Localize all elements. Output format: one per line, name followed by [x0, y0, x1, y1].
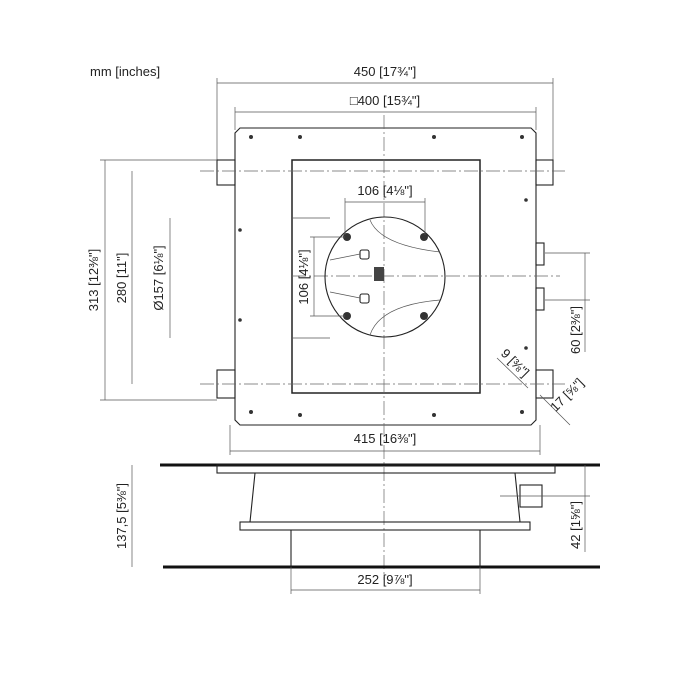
dim-diameter: Ø157 [6⅛"] [151, 218, 171, 338]
dim-overall-width: 450 [17¾"] [216, 64, 554, 165]
units-label: mm [inches] [90, 64, 160, 79]
dim-label: □400 [15¾"] [350, 93, 420, 108]
dim-connector-depth: 42 [1⅝"] [500, 465, 590, 552]
mounting-tab [216, 159, 236, 186]
connector-nut [535, 242, 545, 266]
dim-connector-spacing: 60 [2⅜"] [545, 252, 590, 354]
bolt-icon [343, 312, 351, 320]
dim-bottom-width: 415 [16⅜"] [229, 425, 541, 455]
dim-square-size: □400 [15¾"] [234, 93, 537, 130]
dim-label: 252 [9⅞"] [357, 572, 412, 587]
plan-view [200, 115, 565, 580]
dim-slot-offset: 17 [⅝"] [539, 375, 587, 426]
qr-code-icon [374, 267, 384, 281]
dim-inner-height: 280 [11"] [114, 171, 133, 384]
dim-slot-width: 9 [⅜"] [496, 346, 532, 389]
dim-label: 137,5 [5⅜"] [114, 483, 129, 549]
dim-hole-spacing-h: 106 [4⅛"] [344, 183, 426, 235]
inner-frame [291, 159, 481, 394]
dim-cylinder-width: 252 [9⅞"] [290, 567, 481, 594]
screw-holes [238, 135, 528, 417]
bolt-icon [420, 233, 428, 241]
dim-label: 313 [12⅜"] [86, 249, 101, 311]
dim-overall-height: 313 [12⅜"] [86, 159, 217, 401]
dim-label: 106 [4⅛"] [296, 249, 311, 304]
dim-total-depth: 137,5 [5⅜"] [114, 465, 133, 567]
side-view [160, 463, 600, 569]
dim-label: 450 [17¾"] [354, 64, 416, 79]
dim-label: 415 [16⅜"] [354, 431, 416, 446]
mounting-tab [535, 159, 554, 186]
connector-nut [535, 287, 545, 311]
dim-label: Ø157 [6⅛"] [151, 245, 166, 310]
dim-label: 106 [4⅛"] [357, 183, 412, 198]
dim-label: 42 [1⅝"] [568, 501, 583, 549]
bolt-icon [420, 312, 428, 320]
dim-label: 9 [⅜"] [498, 346, 532, 380]
dim-label: 280 [11"] [114, 253, 129, 304]
dim-label: 60 [2⅜"] [568, 306, 583, 354]
round-housing [324, 216, 446, 338]
dim-hole-spacing-v: 106 [4⅛"] [296, 236, 345, 317]
